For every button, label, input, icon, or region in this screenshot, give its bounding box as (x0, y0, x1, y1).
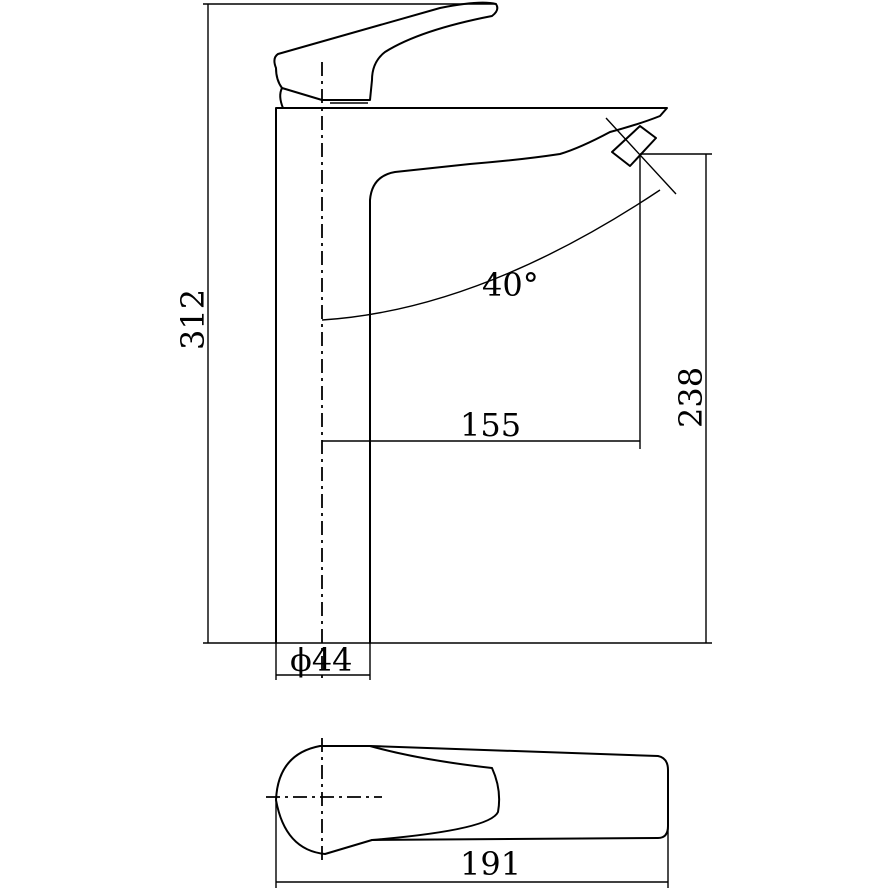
plan-outline (275, 745, 669, 855)
aerator-center-line (605, 117, 677, 195)
spout-aerator (611, 125, 657, 167)
angle-label: 40° (482, 266, 539, 304)
faucet-elevation-view: 40° 155 238 312 ϕ44 (174, 1, 712, 680)
faucet-plan-view: 191 (266, 738, 669, 888)
plan-length-label: 191 (460, 845, 521, 883)
reach-label: 155 (460, 406, 521, 444)
diameter-label: ϕ44 (290, 641, 353, 679)
handle-cap-left (279, 87, 284, 109)
total-height-label: 312 (174, 289, 212, 350)
spout-height-label: 238 (672, 367, 710, 428)
plan-lever-top (369, 745, 501, 841)
faucet-body-outline (275, 107, 668, 644)
lever-handle (273, 1, 499, 101)
angle-arc (321, 189, 661, 321)
